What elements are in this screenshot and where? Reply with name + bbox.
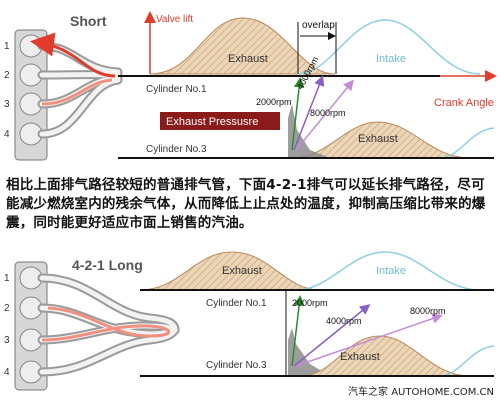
exhaust-label-cyl1-long: Exhaust: [222, 265, 262, 277]
cylinder3-label-long: Cylinder No.3: [206, 360, 267, 371]
intake-curve-cyl1: [297, 19, 481, 75]
caption-text: 相比上面排气路径较短的普通排气管，下面4-2-1排气可以延长排气路径，尽可能减少…: [6, 177, 486, 231]
rpm-2000-arrow: [291, 77, 305, 151]
cylinder3-label: Cylinder No.3: [146, 144, 207, 155]
exhaust-curve-cyl1: [149, 17, 336, 75]
intake-label-cyl1-long: Intake: [376, 265, 406, 277]
rpm-2000-label-long: 2000rpm: [292, 298, 328, 308]
pressure-pulse-cyl3-long: [288, 328, 330, 376]
cylinder-number-2: 2: [4, 70, 10, 81]
exhaust-curve-cyl3: [289, 121, 471, 159]
short-title: Short: [70, 13, 107, 29]
cylinder-number-1: 1: [4, 41, 10, 52]
exhaust-label-cyl3-long: Exhaust: [340, 351, 380, 363]
rpm-2000-label: 2000rpm: [256, 97, 292, 107]
exhaust-flow-arrow-long: [41, 306, 171, 342]
rpm-4000-arrow-long: [293, 304, 371, 367]
watermark: 汽车之家 AUTOHOME.COM.CN: [348, 387, 494, 398]
intake-curve-cyl1-long: [295, 251, 481, 291]
cylinder1-label-long: Cylinder No.1: [206, 298, 267, 309]
short-exhaust-diagram: 1 2 3 4 Short Valve lift Exhaust Intake …: [4, 11, 497, 161]
exhaust-curve-cyl3-long: [299, 335, 471, 377]
rpm-2000-arrow-long: [291, 295, 305, 367]
long-exhaust-diagram: 1 2 3 4 4-2-1 Long Exhaust Intake Cylind…: [4, 251, 495, 391]
valve-lift-label: Valve lift: [156, 14, 193, 25]
cylinder-number-1-long: 1: [4, 273, 10, 284]
long-title: 4-2-1 Long: [72, 257, 143, 273]
cylinder1-label: Cylinder No.1: [146, 84, 207, 95]
exhaust-pressure-badge: [160, 112, 280, 130]
cylinder-number-3-long: 3: [4, 335, 10, 346]
engine-head-long: [14, 261, 48, 391]
intake-curve-cyl3: [439, 127, 495, 159]
cylinder-number-4: 4: [4, 129, 10, 140]
cylinder-number-2-long: 2: [4, 303, 10, 314]
exhaust-curve-cyl1-long: [139, 251, 321, 291]
exhaust-pressure-label: Exhaust Pressusre: [166, 116, 258, 128]
overlap-label: overlap: [302, 20, 335, 31]
rpm-8000-label-long: 8000rpm: [410, 306, 446, 316]
rpm-8000-arrow: [295, 79, 354, 151]
rpm-8000-arrow-long: [295, 313, 443, 367]
intake-label-cyl1: Intake: [376, 53, 406, 65]
pressure-pulse-cyl3: [288, 104, 330, 158]
cylinder-number-4-long: 4: [4, 367, 10, 378]
exhaust-flow-arrow-short-2: [41, 78, 113, 106]
exhaust-flow-arrow-short: [30, 32, 116, 78]
crank-angle-label: Crank Angle: [434, 97, 494, 109]
cylinder-number-3: 3: [4, 99, 10, 110]
rpm-4000-label-long: 4000rpm: [326, 316, 362, 326]
exhaust-label-cyl1: Exhaust: [228, 53, 268, 65]
rpm-8000-label: 8000rpm: [310, 108, 346, 118]
rpm-4000-arrow: [293, 75, 325, 151]
exhaust-label-cyl3: Exhaust: [358, 133, 398, 145]
